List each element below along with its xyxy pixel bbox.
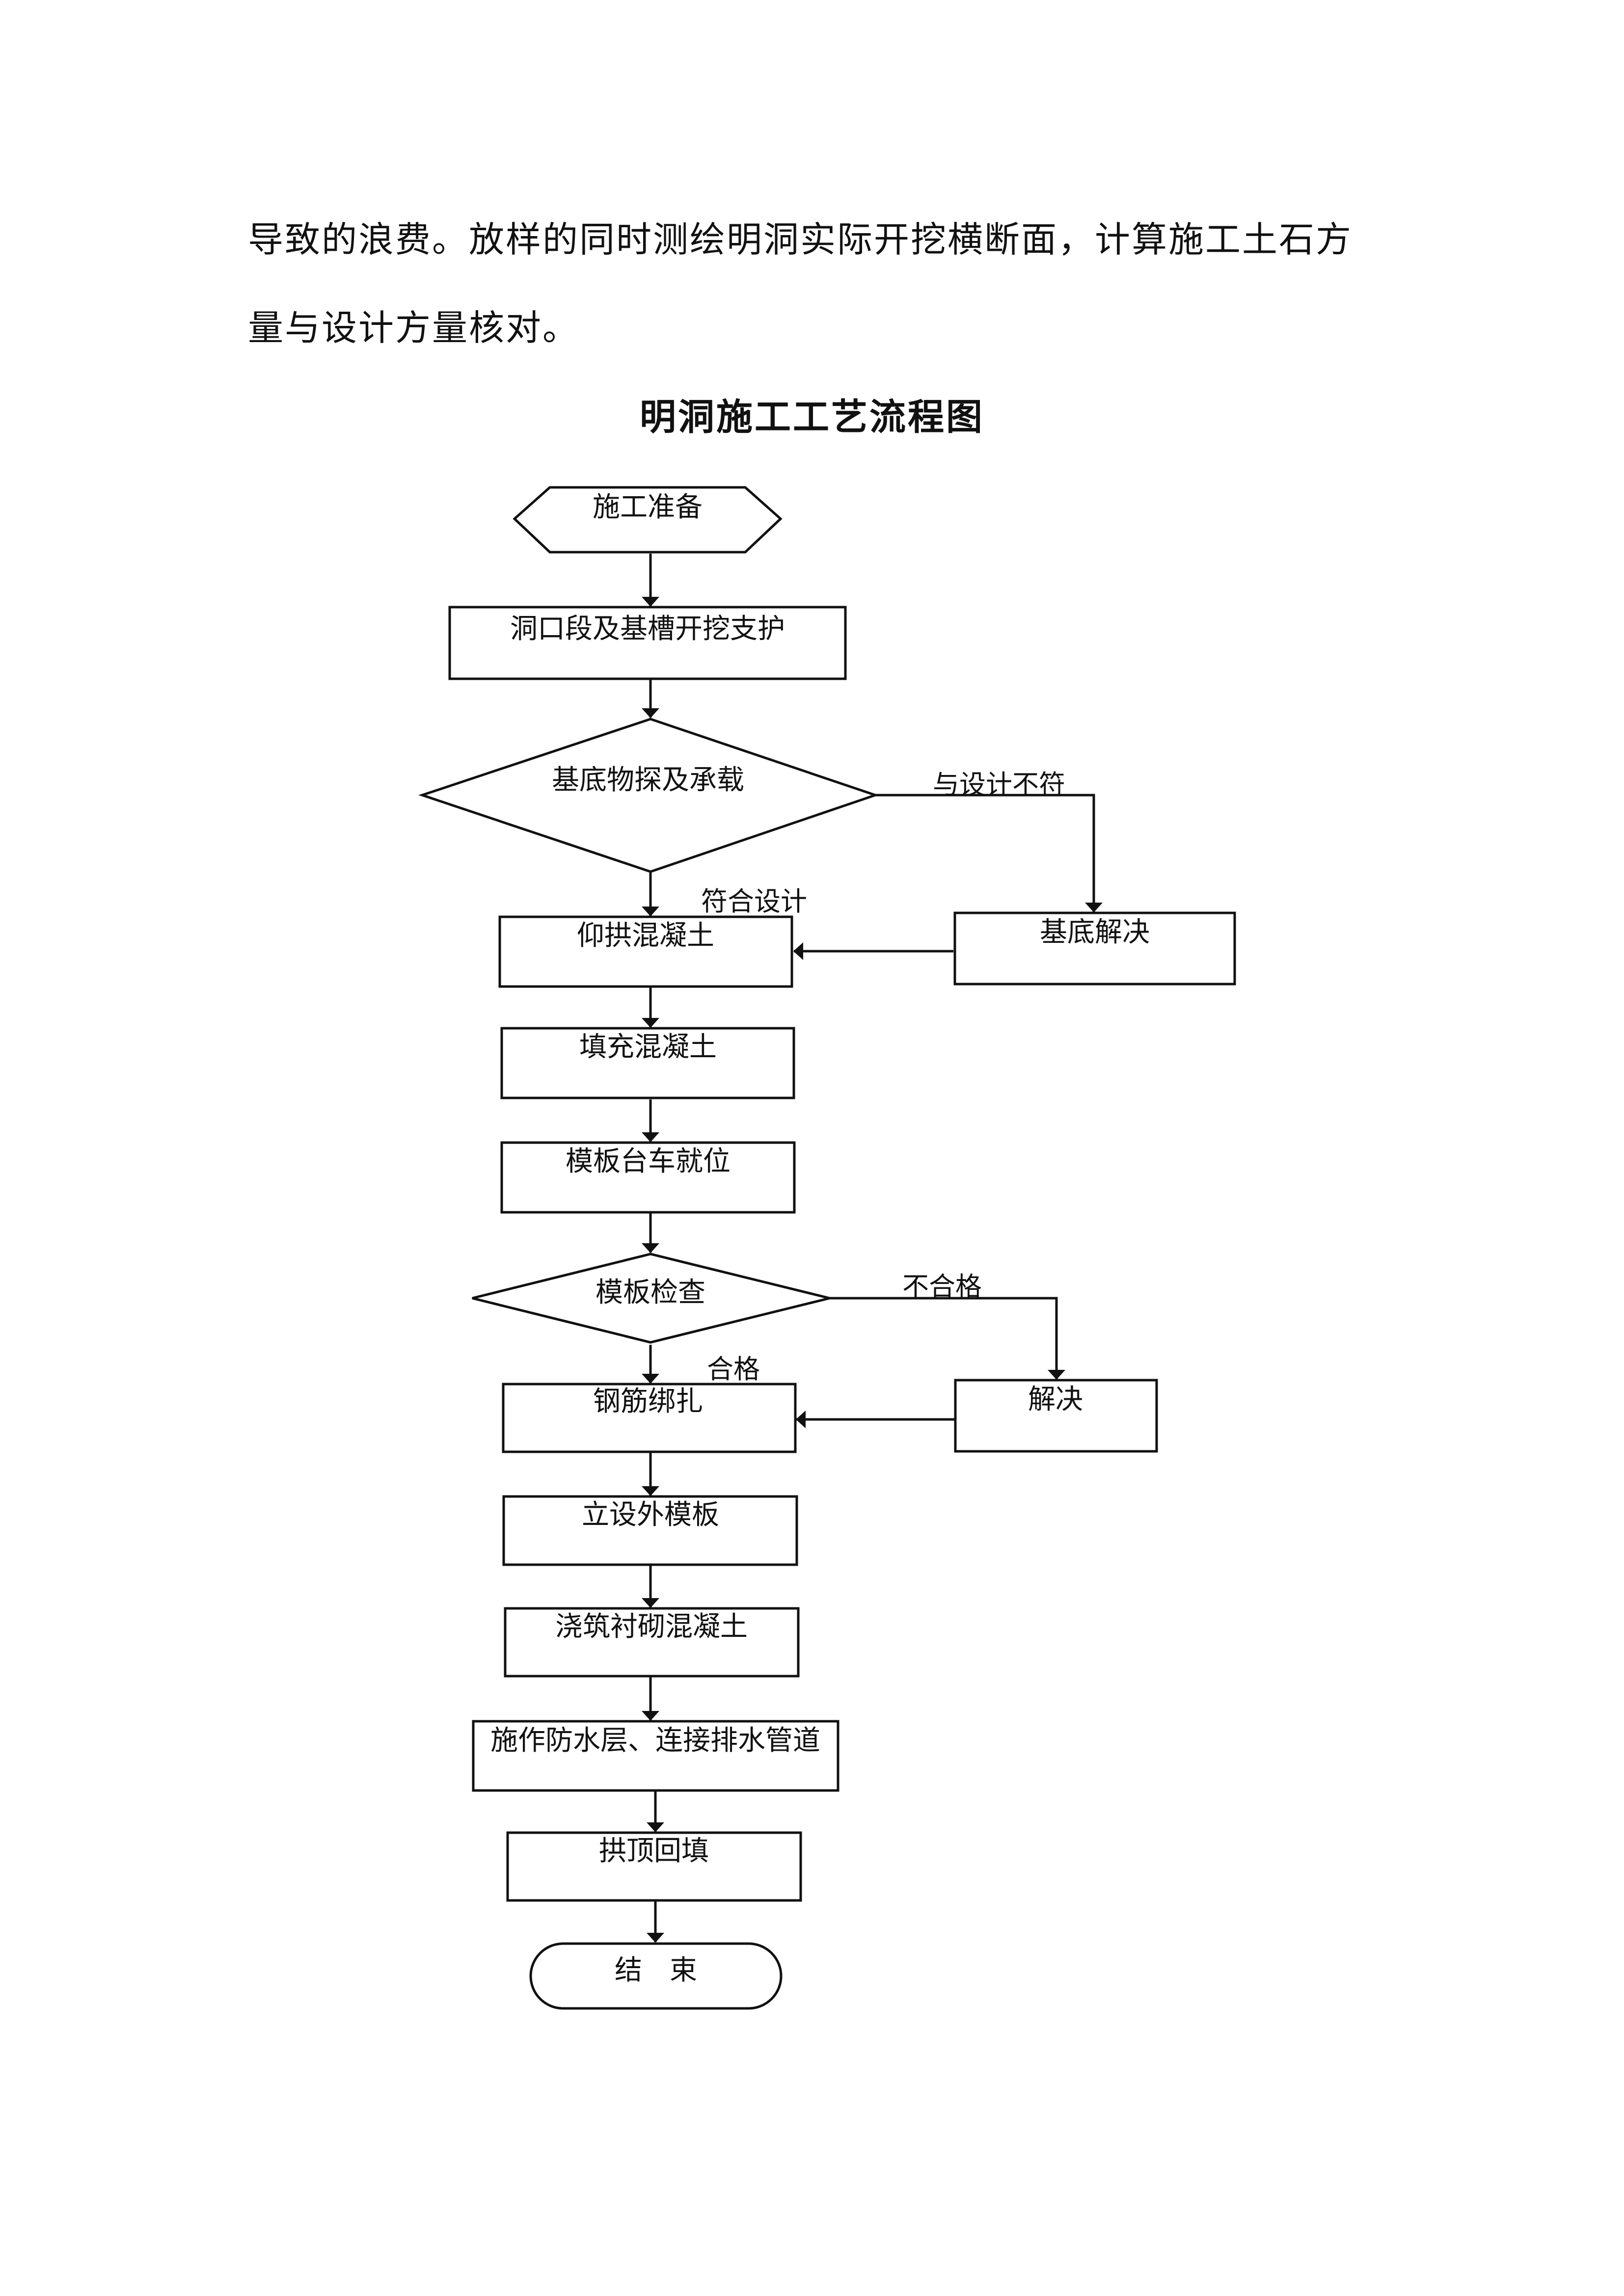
node-waterproof-label: 施作防水层、连接排水管道 (490, 1725, 820, 1757)
node-backfill-label: 拱顶回填 (599, 1835, 709, 1867)
connectors (642, 554, 1103, 1943)
arrow-check-to-foundation-fix (875, 794, 1103, 912)
paragraph-line-1: 导致的浪费。放样的同时测绘明洞实际开挖横断面，计算施工土石方 (248, 219, 1353, 260)
node-rebar: 钢筋绑扎 (502, 1383, 797, 1453)
arrow-check-to-fix (830, 1297, 1065, 1380)
node-foundation-check: 基底物探及承载 (418, 718, 879, 873)
node-lining: 浇筑衬砌混凝土 (504, 1607, 800, 1678)
node-end-label: 结 束 (615, 1954, 697, 1986)
node-excavation: 洞口段及基槽开挖支护 (448, 606, 847, 680)
node-lining-label: 浇筑衬砌混凝土 (555, 1611, 748, 1643)
node-invert: 仰拱混凝土 (498, 915, 793, 988)
node-fix-label: 解决 (1028, 1384, 1083, 1415)
node-start: 施工准备 (513, 486, 783, 554)
node-formwork-check: 模板检查 (472, 1253, 830, 1344)
node-outer-formwork-label: 立设外模板 (582, 1499, 719, 1531)
diagram-title: 明洞施工工艺流程图 (640, 396, 984, 438)
edge-label-unqualified: 不合格 (902, 1271, 982, 1302)
node-outer-formwork: 立设外模板 (502, 1495, 798, 1566)
node-formwork-trolley-label: 模板台车就位 (566, 1146, 731, 1177)
node-formwork-trolley: 模板台车就位 (500, 1141, 796, 1214)
node-excavation-label: 洞口段及基槽开挖支护 (510, 613, 785, 645)
edge-label-mismatch-design: 与设计不符 (933, 769, 1065, 800)
node-invert-label: 仰拱混凝土 (577, 920, 714, 952)
edge-label-match-design: 符合设计 (701, 886, 807, 917)
node-fill-concrete: 填充混凝土 (500, 1027, 795, 1099)
node-foundation-fix-label: 基底解决 (1040, 916, 1150, 948)
paragraph-line-2: 量与设计方量核对。 (248, 307, 580, 348)
node-waterproof: 施作防水层、连接排水管道 (472, 1720, 839, 1792)
node-foundation-fix: 基底解决 (953, 911, 1236, 986)
node-formwork-check-label: 模板检查 (595, 1277, 705, 1308)
node-foundation-check-label: 基底物探及承载 (552, 764, 744, 796)
node-rebar-label: 钢筋绑扎 (593, 1386, 703, 1417)
node-end: 结 束 (529, 1942, 783, 2010)
node-start-label: 施工准备 (593, 491, 703, 523)
node-fill-concrete-label: 填充混凝土 (579, 1031, 717, 1063)
edge-label-qualified: 合格 (707, 1354, 760, 1385)
node-fix: 解决 (954, 1379, 1158, 1453)
node-backfill: 拱顶回填 (506, 1831, 802, 1902)
